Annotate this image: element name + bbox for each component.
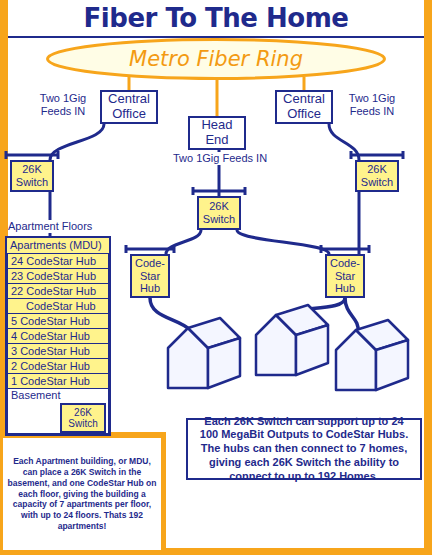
floor-row: 5 CodeStar Hub (7, 313, 109, 329)
text-label: Apartment Floors (8, 220, 104, 233)
node-text: 23 CodeStar Hub (11, 270, 96, 283)
node-text: 26K Switch (62, 407, 104, 430)
node-text: 5 CodeStar Hub (11, 315, 90, 328)
node-text: 26K Switch (199, 200, 239, 225)
node-text: Head End (190, 118, 244, 148)
note-box: Each Apartment building, or MDU, can pla… (3, 438, 161, 550)
node-text: 2 CodeStar Hub (11, 360, 90, 373)
connector-bars (6, 151, 403, 253)
node-text: Code-Star Hub (327, 257, 363, 295)
ring-outline (48, 40, 385, 79)
switch-box: 26K Switch (10, 160, 54, 192)
connector-line (50, 124, 104, 160)
basement-band: Basement 26K Switch (7, 388, 109, 434)
floor-row: 22 CodeStar Hub (7, 283, 109, 299)
house-illustration (168, 305, 408, 390)
hub-box: Code-Star Hub (130, 254, 170, 298)
switch-box: 26K Switch (60, 403, 106, 433)
title-rule (8, 36, 424, 38)
node-text: 22 CodeStar Hub (11, 285, 96, 298)
ring-ellipse: Metro Fiber Ring (46, 38, 386, 80)
node-text: 26K Switch (357, 163, 397, 188)
node-text: Each 26K Switch can support up to 24 100… (194, 415, 414, 484)
orange-corner (0, 432, 166, 555)
node-text: CodeStar Hub (26, 300, 96, 313)
text-label: Two 1Gig Feeds IN (338, 92, 406, 118)
node-text: 26K Switch (12, 163, 52, 188)
text-label: Two 1Gig Feeds IN (150, 152, 290, 165)
office-box: Head End (188, 116, 246, 150)
office-box: Central Office (100, 90, 158, 124)
node-text: Basement (11, 389, 108, 402)
node-text: 3 CodeStar Hub (11, 345, 90, 358)
node-text: Central Office (277, 92, 331, 122)
connector-line (166, 230, 201, 254)
floor-row: 1 CodeStar Hub (7, 373, 109, 389)
node-text: Each Apartment building, or MDU, can pla… (7, 456, 157, 532)
node-text: 24 CodeStar Hub (11, 255, 96, 268)
switch-box: 26K Switch (355, 160, 399, 192)
hub-box: Code-Star Hub (325, 254, 365, 298)
floor-row: 24 CodeStar Hub (7, 253, 109, 269)
connector-line (128, 77, 131, 90)
floor-row: CodeStar Hub (7, 298, 109, 314)
note-box: Each 26K Switch can support up to 24 100… (186, 418, 422, 480)
node-text: Code-Star Hub (132, 257, 168, 295)
connector-line (237, 230, 329, 254)
text-label: Two 1Gig Feeds IN (30, 92, 96, 118)
floor-row: 3 CodeStar Hub (7, 343, 109, 359)
connector-line (303, 77, 306, 90)
node-text: Central Office (102, 92, 156, 122)
connector-line (216, 80, 219, 116)
node-text: 4 CodeStar Hub (11, 330, 90, 343)
floor-row: 23 CodeStar Hub (7, 268, 109, 284)
building-box: Apartments (MDU)24 CodeStar Hub 23 CodeSt… (5, 236, 111, 436)
connector-line (358, 192, 361, 254)
switch-box: 26K Switch (197, 196, 241, 230)
office-box: Central Office (275, 90, 333, 124)
node-text: Apartments (MDU) (7, 238, 109, 254)
diagram-title: Fiber To The Home (0, 3, 432, 33)
floor-row: 4 CodeStar Hub (7, 328, 109, 344)
white-panel (8, 0, 424, 548)
node-text: 1 CodeStar Hub (11, 375, 90, 388)
floor-row: 2 CodeStar Hub (7, 358, 109, 374)
node-text: Metro Fiber Ring (129, 47, 303, 71)
connector-line (329, 124, 359, 160)
